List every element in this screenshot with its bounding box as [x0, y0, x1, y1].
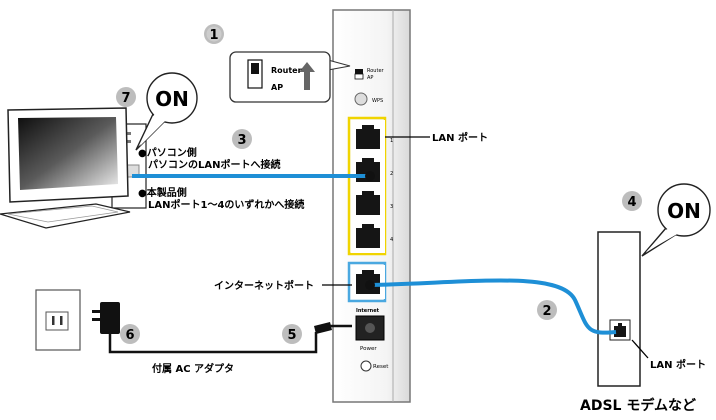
pc-side-heading: ●パソコン側	[138, 146, 197, 159]
modem-label: ADSL モデムなど	[580, 397, 696, 414]
step-2-number: 2	[542, 304, 551, 319]
step-2-marker: 2	[537, 300, 557, 320]
mode-switch-callout: Router AP	[229, 51, 351, 103]
ac-adapter	[92, 302, 352, 354]
step-1-marker: 1	[204, 24, 224, 44]
pc-side-text: パソコンのLANポートへ接続	[148, 158, 280, 171]
device-side-heading: ●本製品側	[138, 186, 187, 199]
step-7-number: 7	[121, 91, 130, 106]
reset-label: Reset	[373, 364, 389, 370]
modem-on-text: ON	[667, 199, 701, 223]
modem-device	[597, 231, 649, 387]
port-number-3: 3	[390, 204, 393, 210]
power-label: Power	[360, 346, 377, 352]
pc-computer	[0, 107, 147, 229]
step-3-marker: 3	[232, 129, 252, 149]
pc-on-bubble: ON	[135, 72, 198, 151]
lan-port-4	[351, 219, 385, 253]
modem-lan-port-label: LAN ポート	[650, 358, 706, 371]
router-mode-label: Router	[367, 68, 385, 74]
step-3-number: 3	[237, 133, 246, 148]
ac-adapter-label: 付属 AC アダプタ	[152, 362, 234, 375]
step-4-number: 4	[627, 195, 636, 210]
step-5-marker: 5	[282, 324, 302, 344]
port-number-2: 2	[390, 171, 393, 177]
lan-port-label: LAN ポート	[432, 131, 488, 144]
reset-button	[360, 360, 372, 372]
router-device	[332, 9, 411, 403]
wall-outlet	[35, 289, 81, 351]
ap-mode-label: AP	[367, 75, 373, 81]
port-number-1: 1	[390, 138, 393, 144]
step-6-marker: 6	[120, 324, 140, 344]
step-1-number: 1	[209, 28, 218, 43]
pc-screen	[18, 117, 118, 190]
switch-router-label: Router	[271, 66, 302, 75]
lan-port-1	[351, 120, 385, 154]
lan-port-2	[351, 153, 385, 187]
pc-on-text: ON	[155, 87, 189, 111]
port-number-4: 4	[390, 237, 393, 243]
device-side-text: LANポート1〜4のいずれかへ接続	[148, 198, 304, 211]
lan-port-3	[351, 186, 385, 220]
internet-label: Internet	[356, 308, 380, 314]
step-7-marker: 7	[116, 87, 136, 107]
step-5-number: 5	[287, 328, 296, 343]
wan-cable	[369, 278, 617, 335]
switch-ap-label: AP	[271, 83, 283, 92]
internet-port-group	[347, 261, 387, 303]
step-6-number: 6	[125, 328, 134, 343]
modem-on-bubble: ON	[641, 183, 711, 257]
lan-port-group	[347, 116, 387, 256]
wps-button	[354, 92, 368, 106]
pc-keyboard	[0, 203, 131, 229]
wps-label: WPS	[372, 98, 383, 104]
internet-port-label: インターネットポート	[214, 279, 314, 292]
step-4-marker: 4	[622, 191, 642, 211]
